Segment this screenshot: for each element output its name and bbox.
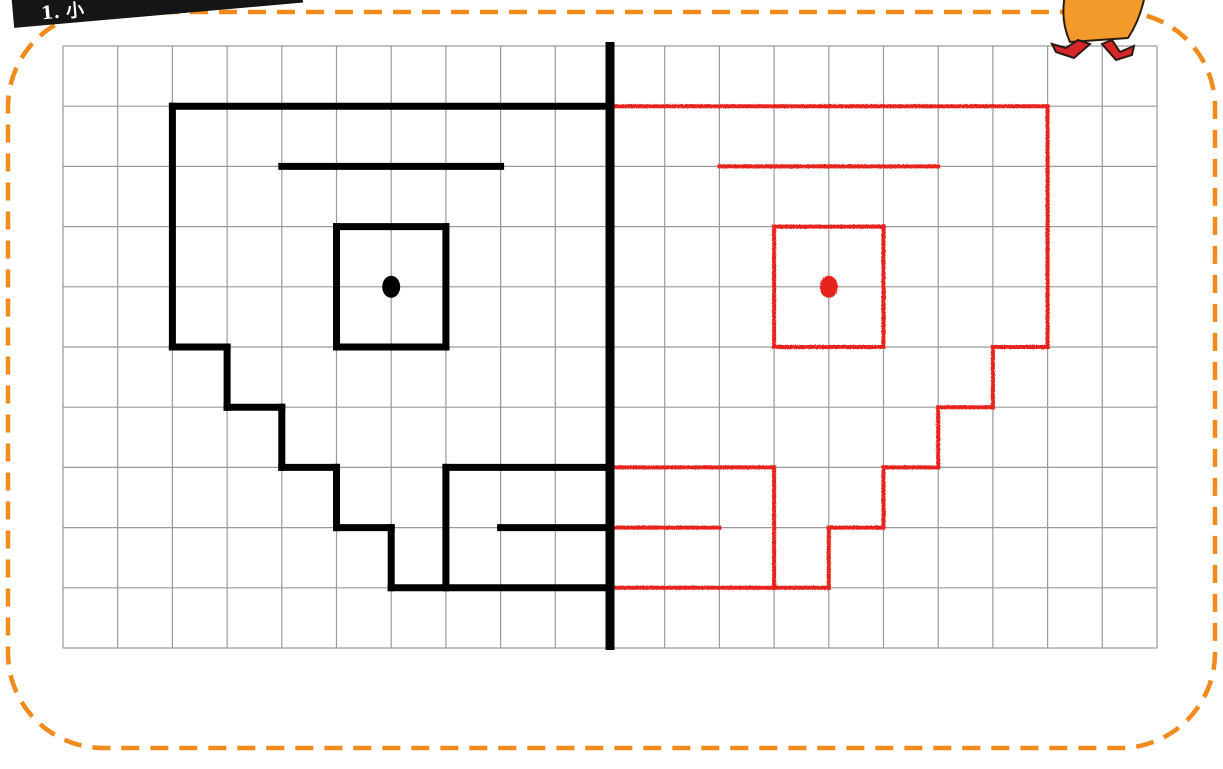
mascot-body [1063,0,1145,42]
mirrored-figure-dot [820,276,838,298]
title-tag-text: 1. 小 [40,0,85,24]
original-figure-dot [382,276,400,298]
